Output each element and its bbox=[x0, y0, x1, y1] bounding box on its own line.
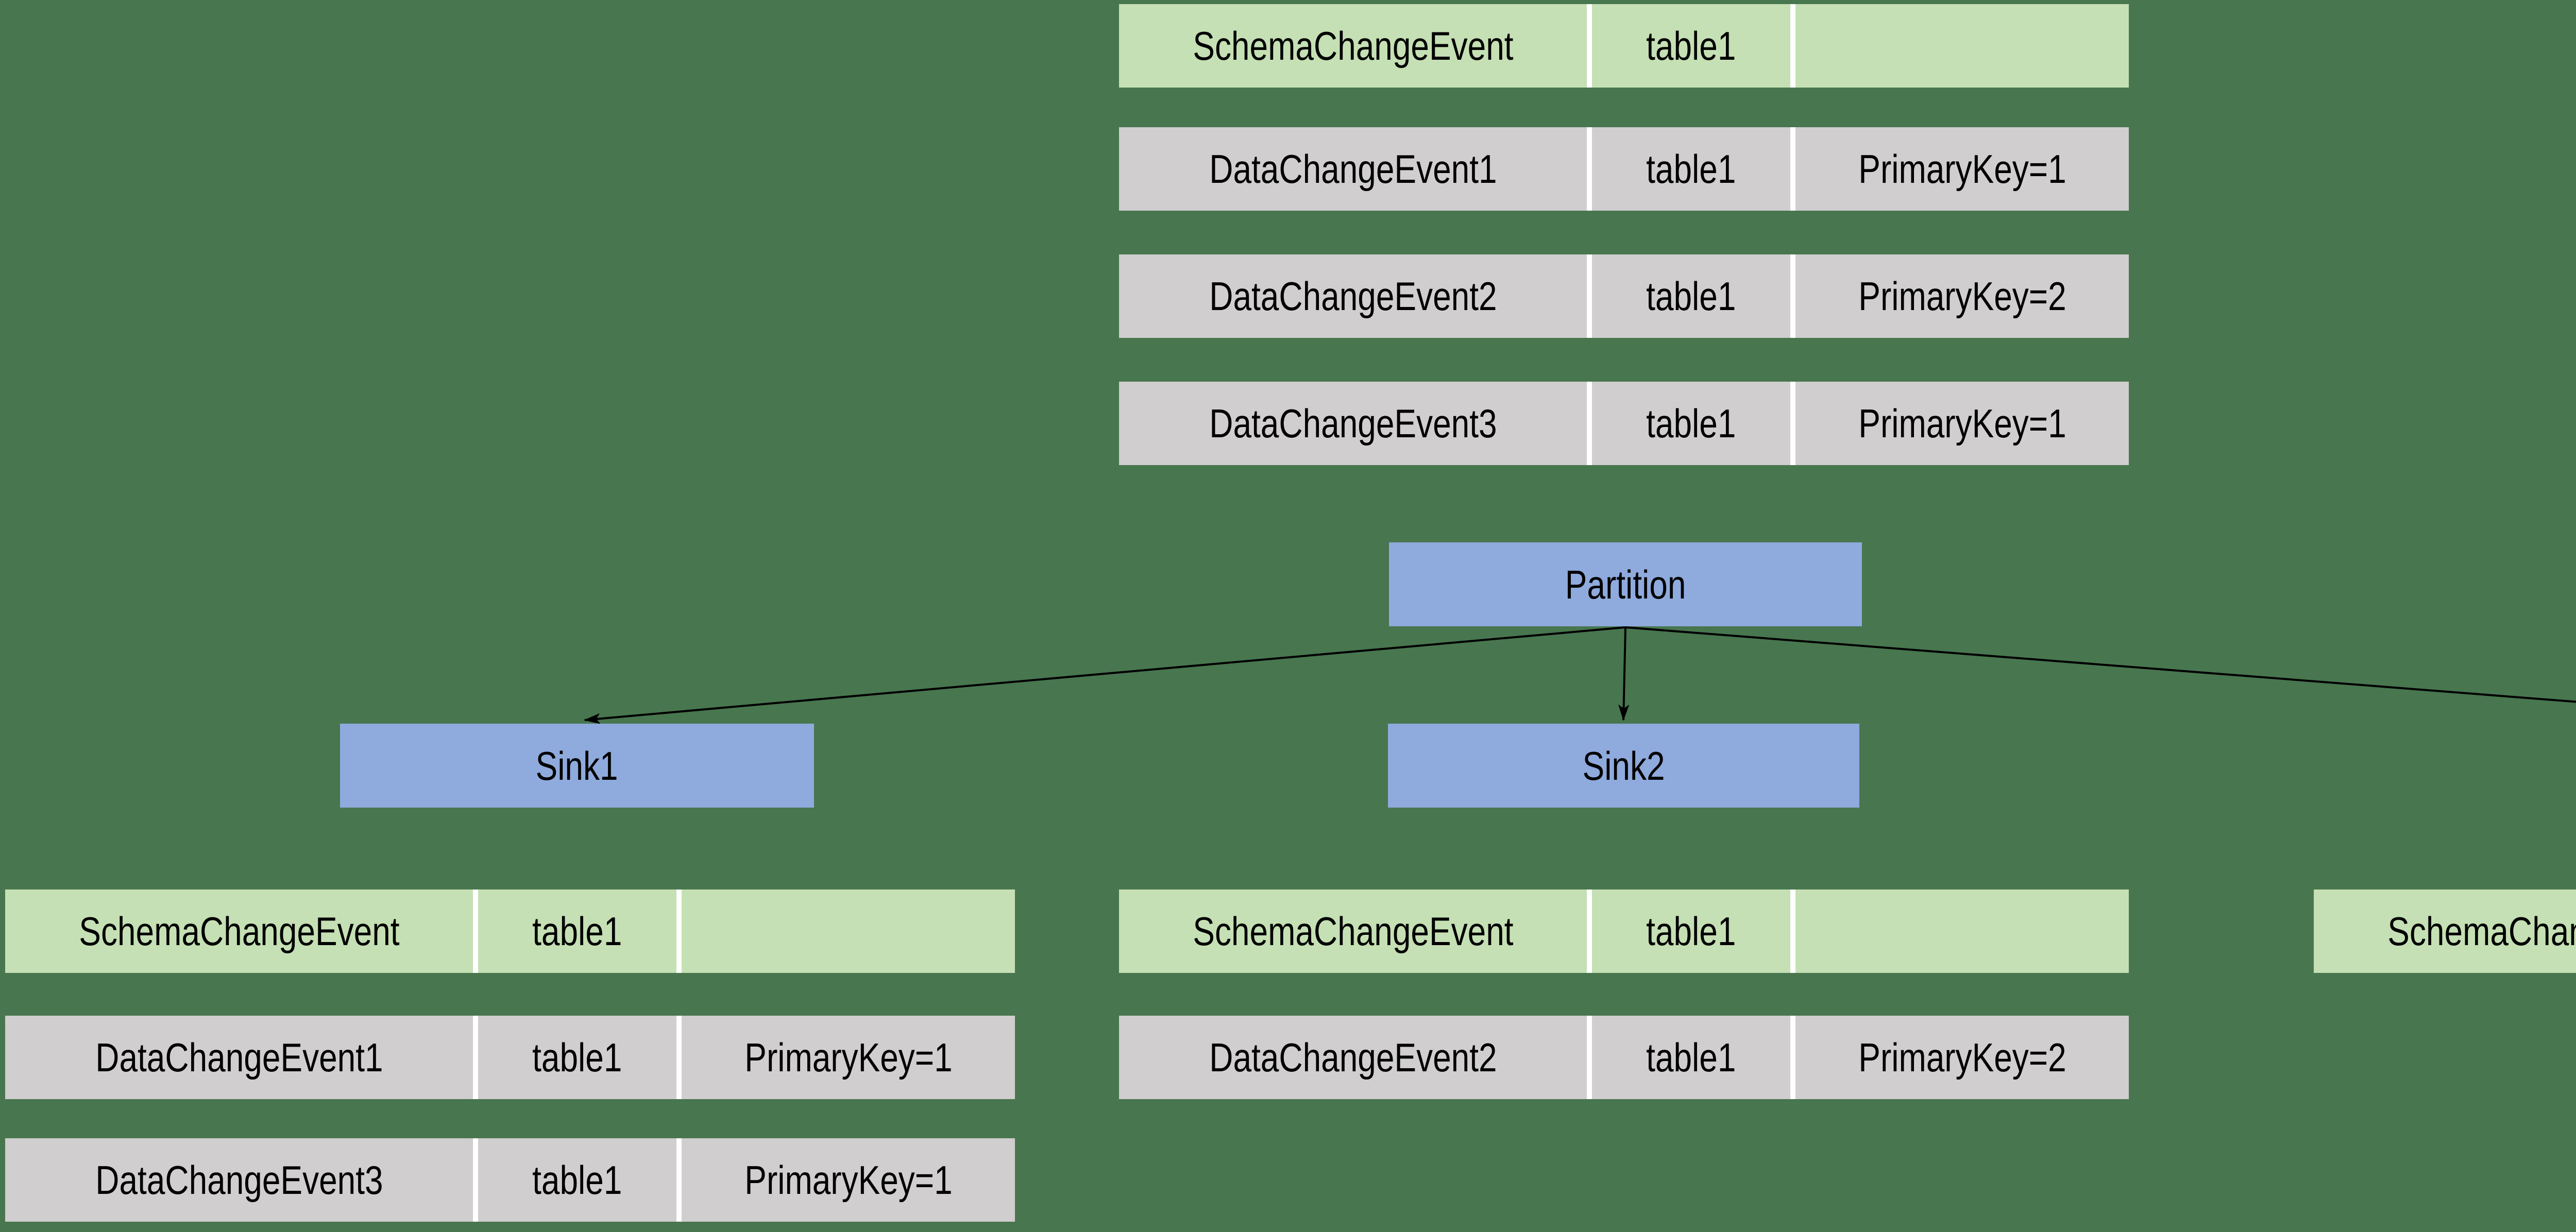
cell-separator bbox=[473, 1016, 478, 1099]
event-name-cell: SchemaChangeEvent bbox=[1119, 889, 1587, 973]
source-data-change-event2-row: DataChangeEvent2 table1 PrimaryKey=2 bbox=[1119, 254, 2129, 338]
cell-separator bbox=[1587, 127, 1592, 211]
source-schema-change-event-row: SchemaChangeEvent table1 bbox=[1119, 4, 2129, 88]
table-cell: table1 bbox=[1592, 382, 1790, 465]
key-cell bbox=[1795, 4, 2129, 88]
event-name-cell: DataChangeEvent1 bbox=[5, 1016, 473, 1099]
event-name-cell: DataChangeEvent3 bbox=[5, 1138, 473, 1222]
sink3-schema-change-event-row: SchemaChangeEvent table1 bbox=[2314, 889, 2576, 973]
event-name: SchemaChangeEvent bbox=[1192, 23, 1514, 69]
table-name: table1 bbox=[1646, 401, 1736, 446]
event-name-cell: DataChangeEvent1 bbox=[1119, 127, 1587, 211]
key-cell bbox=[682, 889, 1015, 973]
event-name: DataChangeEvent2 bbox=[1209, 1035, 1497, 1080]
cell-separator bbox=[1587, 4, 1592, 88]
sink1-label: Sink1 bbox=[535, 743, 619, 789]
arrow-partition-to-sink2 bbox=[1618, 627, 1630, 721]
cell-separator bbox=[1587, 382, 1592, 465]
event-name: DataChangeEvent1 bbox=[1209, 146, 1497, 192]
sink2-schema-change-event-row: SchemaChangeEvent table1 bbox=[1119, 889, 2129, 973]
cell-separator bbox=[1587, 254, 1592, 338]
event-name-cell: DataChangeEvent2 bbox=[1119, 1016, 1587, 1099]
key-cell: PrimaryKey=1 bbox=[682, 1138, 1015, 1222]
cell-separator bbox=[1790, 382, 1795, 465]
event-name: DataChangeEvent1 bbox=[95, 1035, 383, 1080]
sink2-label: Sink2 bbox=[1582, 743, 1665, 789]
cell-separator bbox=[1587, 889, 1592, 973]
cell-separator bbox=[676, 1138, 682, 1222]
event-name: SchemaChangeEvent bbox=[1192, 909, 1514, 954]
cell-separator bbox=[1790, 4, 1795, 88]
table-cell: table1 bbox=[1592, 254, 1790, 338]
cell-separator bbox=[473, 1138, 478, 1222]
table-name: table1 bbox=[1646, 23, 1736, 69]
cell-separator bbox=[1790, 889, 1795, 973]
partition-label: Partition bbox=[1565, 561, 1686, 607]
primary-key: PrimaryKey=2 bbox=[1858, 1035, 2066, 1080]
source-data-change-event1-row: DataChangeEvent1 table1 PrimaryKey=1 bbox=[1119, 127, 2129, 211]
event-name: DataChangeEvent3 bbox=[95, 1157, 383, 1203]
cell-separator bbox=[1587, 1016, 1592, 1099]
table-cell: table1 bbox=[1592, 889, 1790, 973]
sink1-data-change-event1-row: DataChangeEvent1 table1 PrimaryKey=1 bbox=[5, 1016, 1015, 1099]
event-name: DataChangeEvent2 bbox=[1209, 273, 1497, 319]
sink2-data-change-event2-row: DataChangeEvent2 table1 PrimaryKey=2 bbox=[1119, 1016, 2129, 1099]
primary-key: PrimaryKey=1 bbox=[744, 1035, 953, 1080]
primary-key: PrimaryKey=1 bbox=[744, 1157, 953, 1203]
table-cell: table1 bbox=[478, 1138, 676, 1222]
table-name: table1 bbox=[532, 1035, 622, 1080]
event-name-cell: SchemaChangeEvent bbox=[1119, 4, 1587, 88]
event-name-cell: SchemaChangeEvent bbox=[5, 889, 473, 973]
table-name: table1 bbox=[1646, 273, 1736, 319]
sink2-node: Sink2 bbox=[1388, 724, 1859, 808]
cell-separator bbox=[676, 889, 682, 973]
cell-separator bbox=[473, 889, 478, 973]
key-cell: PrimaryKey=1 bbox=[1795, 127, 2129, 211]
table-name: table1 bbox=[532, 909, 622, 954]
table-name: table1 bbox=[532, 1157, 622, 1203]
cell-separator bbox=[1790, 127, 1795, 211]
key-cell: PrimaryKey=1 bbox=[682, 1016, 1015, 1099]
cell-separator bbox=[1790, 254, 1795, 338]
source-data-change-event3-row: DataChangeEvent3 table1 PrimaryKey=1 bbox=[1119, 382, 2129, 465]
key-cell: PrimaryKey=2 bbox=[1795, 1016, 2129, 1099]
primary-key: PrimaryKey=1 bbox=[1858, 401, 2066, 446]
table-name: table1 bbox=[1646, 146, 1736, 192]
primary-key: PrimaryKey=1 bbox=[1858, 146, 2066, 192]
primary-key: PrimaryKey=2 bbox=[1858, 273, 2066, 319]
event-name-cell: DataChangeEvent3 bbox=[1119, 382, 1587, 465]
table-cell: table1 bbox=[478, 1016, 676, 1099]
event-name-cell: DataChangeEvent2 bbox=[1119, 254, 1587, 338]
table-cell: table1 bbox=[1592, 4, 1790, 88]
table-cell: table1 bbox=[478, 889, 676, 973]
key-cell: PrimaryKey=2 bbox=[1795, 254, 2129, 338]
partition-node: Partition bbox=[1389, 542, 1862, 626]
sink1-schema-change-event-row: SchemaChangeEvent table1 bbox=[5, 889, 1015, 973]
table-cell: table1 bbox=[1592, 1016, 1790, 1099]
event-name: SchemaChangeEvent bbox=[2387, 909, 2576, 954]
key-cell: PrimaryKey=1 bbox=[1795, 382, 2129, 465]
table-name: table1 bbox=[1646, 909, 1736, 954]
arrow-partition-to-sink3 bbox=[1625, 626, 2576, 703]
table-cell: table1 bbox=[1592, 127, 1790, 211]
sink1-data-change-event3-row: DataChangeEvent3 table1 PrimaryKey=1 bbox=[5, 1138, 1015, 1222]
event-name-cell: SchemaChangeEvent bbox=[2314, 889, 2576, 973]
sink1-node: Sink1 bbox=[340, 724, 814, 808]
arrow-partition-to-sink1 bbox=[584, 626, 1626, 724]
table-name: table1 bbox=[1646, 1035, 1736, 1080]
event-name: DataChangeEvent3 bbox=[1209, 401, 1497, 446]
key-cell bbox=[1795, 889, 2129, 973]
event-name: SchemaChangeEvent bbox=[78, 909, 400, 954]
cell-separator bbox=[1790, 1016, 1795, 1099]
cell-separator bbox=[676, 1016, 682, 1099]
